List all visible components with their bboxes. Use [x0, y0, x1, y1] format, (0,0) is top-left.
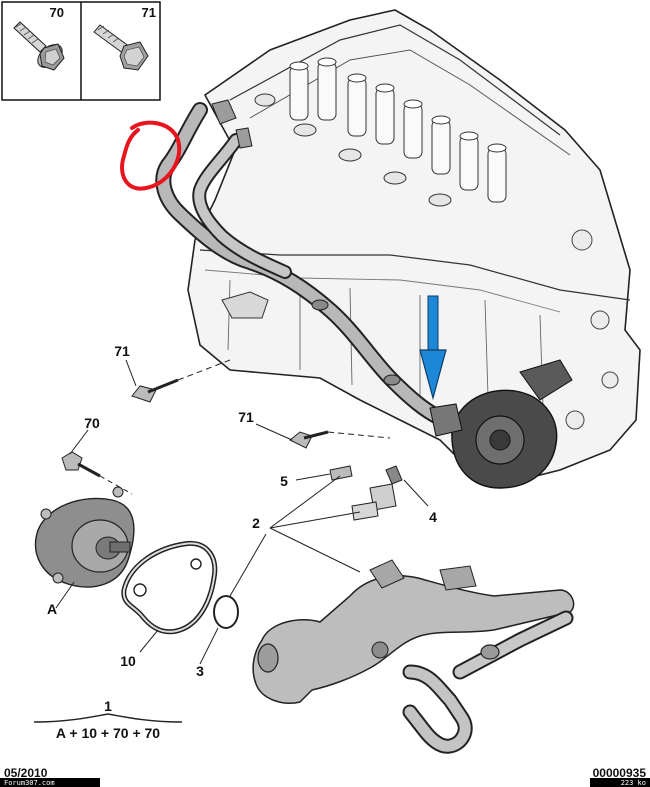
callout-4: 4: [429, 509, 437, 525]
water-pump-installed: [429, 359, 573, 489]
legend-label-71: 71: [142, 5, 156, 20]
temperature-sensor-4: [351, 465, 403, 521]
footer-watermark: Forum307.com: [4, 779, 55, 787]
o-ring-3: [213, 595, 239, 629]
bolt-71-lower: [289, 430, 391, 449]
water-pump-a: [34, 486, 135, 588]
footer-date: 05/2010: [4, 766, 48, 780]
gasket-10: [121, 540, 218, 635]
bolt-70-icon: [13, 21, 65, 71]
kit-number: 1: [104, 698, 112, 714]
callout-71-lower: 71: [238, 409, 254, 425]
upper-coolant-hose: [155, 99, 448, 426]
fastener-legend-box: 70 71: [1, 1, 161, 101]
bolt-71-upper: [131, 359, 231, 403]
callout-5: 5: [280, 473, 288, 489]
callout-3: 3: [196, 663, 204, 679]
engine-block: [187, 9, 641, 481]
callout-2: 2: [252, 515, 260, 531]
callout-71-upper: 71: [114, 343, 130, 359]
callout-a: A: [47, 601, 57, 617]
kit-formula-text: A + 10 + 70 + 70: [56, 725, 160, 741]
leader-lines-2: [229, 475, 361, 597]
red-highlight-circle: [120, 120, 182, 191]
bolt-71-icon: [93, 24, 149, 71]
blue-indicator-arrow: [419, 295, 447, 401]
bolt-70-pump: [61, 451, 133, 495]
coolant-pipe-assembly-2: [252, 559, 575, 754]
callout-70: 70: [84, 415, 100, 431]
file-size-bar: [590, 778, 650, 787]
callout-10: 10: [120, 653, 136, 669]
footer-file-size: 223 ko: [621, 779, 646, 787]
sensor-clip-5: [329, 465, 353, 481]
kit-formula: 1 A + 10 + 70 + 70: [33, 698, 183, 741]
watermark-bar: [0, 778, 100, 787]
legend-label-70: 70: [50, 5, 64, 20]
footer-reference: 00000935: [593, 766, 647, 780]
